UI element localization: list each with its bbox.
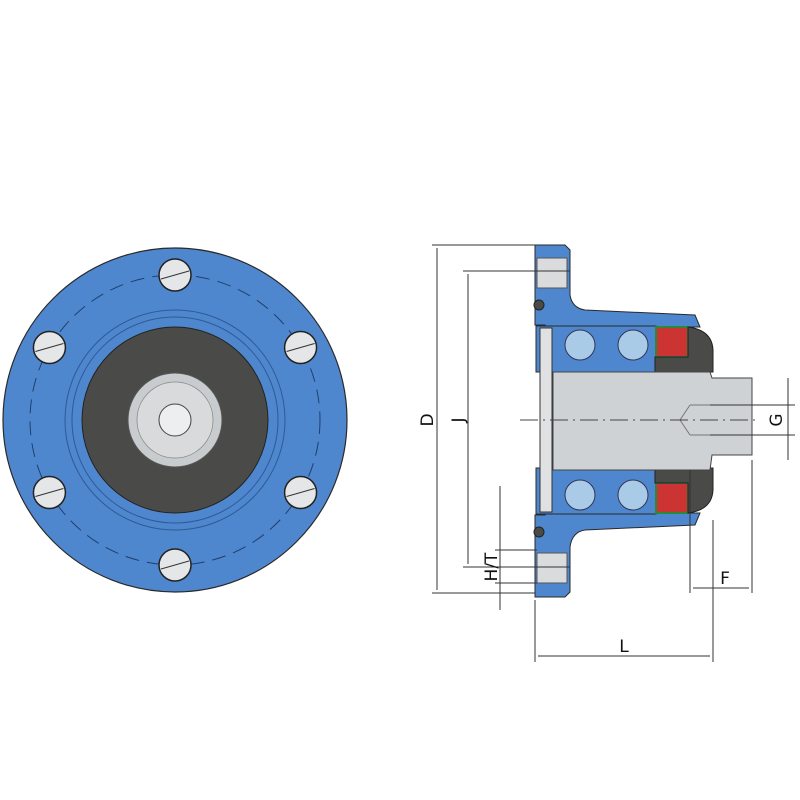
- bolt-hole-mark: [160, 270, 190, 280]
- dim-label-j: J: [449, 417, 469, 423]
- dimension-lines: D J H/T G F L: [418, 244, 795, 662]
- bolt-hole-mark: [286, 488, 315, 497]
- front-view: [2, 247, 348, 593]
- dim-label-f: F: [720, 569, 730, 589]
- dim-label-ht: H/T: [482, 552, 502, 582]
- oring-bottom: [533, 526, 545, 538]
- dim-label-g: G: [767, 413, 787, 426]
- seal-lip-top: [655, 326, 689, 358]
- bolt-hole-mark: [35, 488, 64, 497]
- dim-label-d: D: [418, 413, 438, 426]
- seal-lip-bottom: [655, 482, 689, 514]
- shaft: [552, 371, 753, 471]
- ball: [564, 329, 596, 361]
- hub-edge: [64, 309, 286, 531]
- hub-edge-inner: [71, 316, 279, 524]
- seal-top: [654, 326, 714, 373]
- thread-hole: [158, 403, 192, 437]
- bolt-hole-top: [536, 257, 568, 289]
- oring-top: [533, 299, 545, 311]
- bolt-hole-mark: [35, 343, 64, 352]
- ball: [564, 479, 596, 511]
- seal-bottom: [654, 467, 714, 514]
- bolt-hole-bottom: [536, 552, 568, 584]
- dim-label-l: L: [619, 637, 629, 657]
- ball: [617, 329, 649, 361]
- bolt-holes: [32, 258, 318, 582]
- bolt-hole-mark: [286, 343, 315, 352]
- bolt-hole-mark: [160, 560, 190, 570]
- section-view: [520, 244, 760, 598]
- ball: [617, 479, 649, 511]
